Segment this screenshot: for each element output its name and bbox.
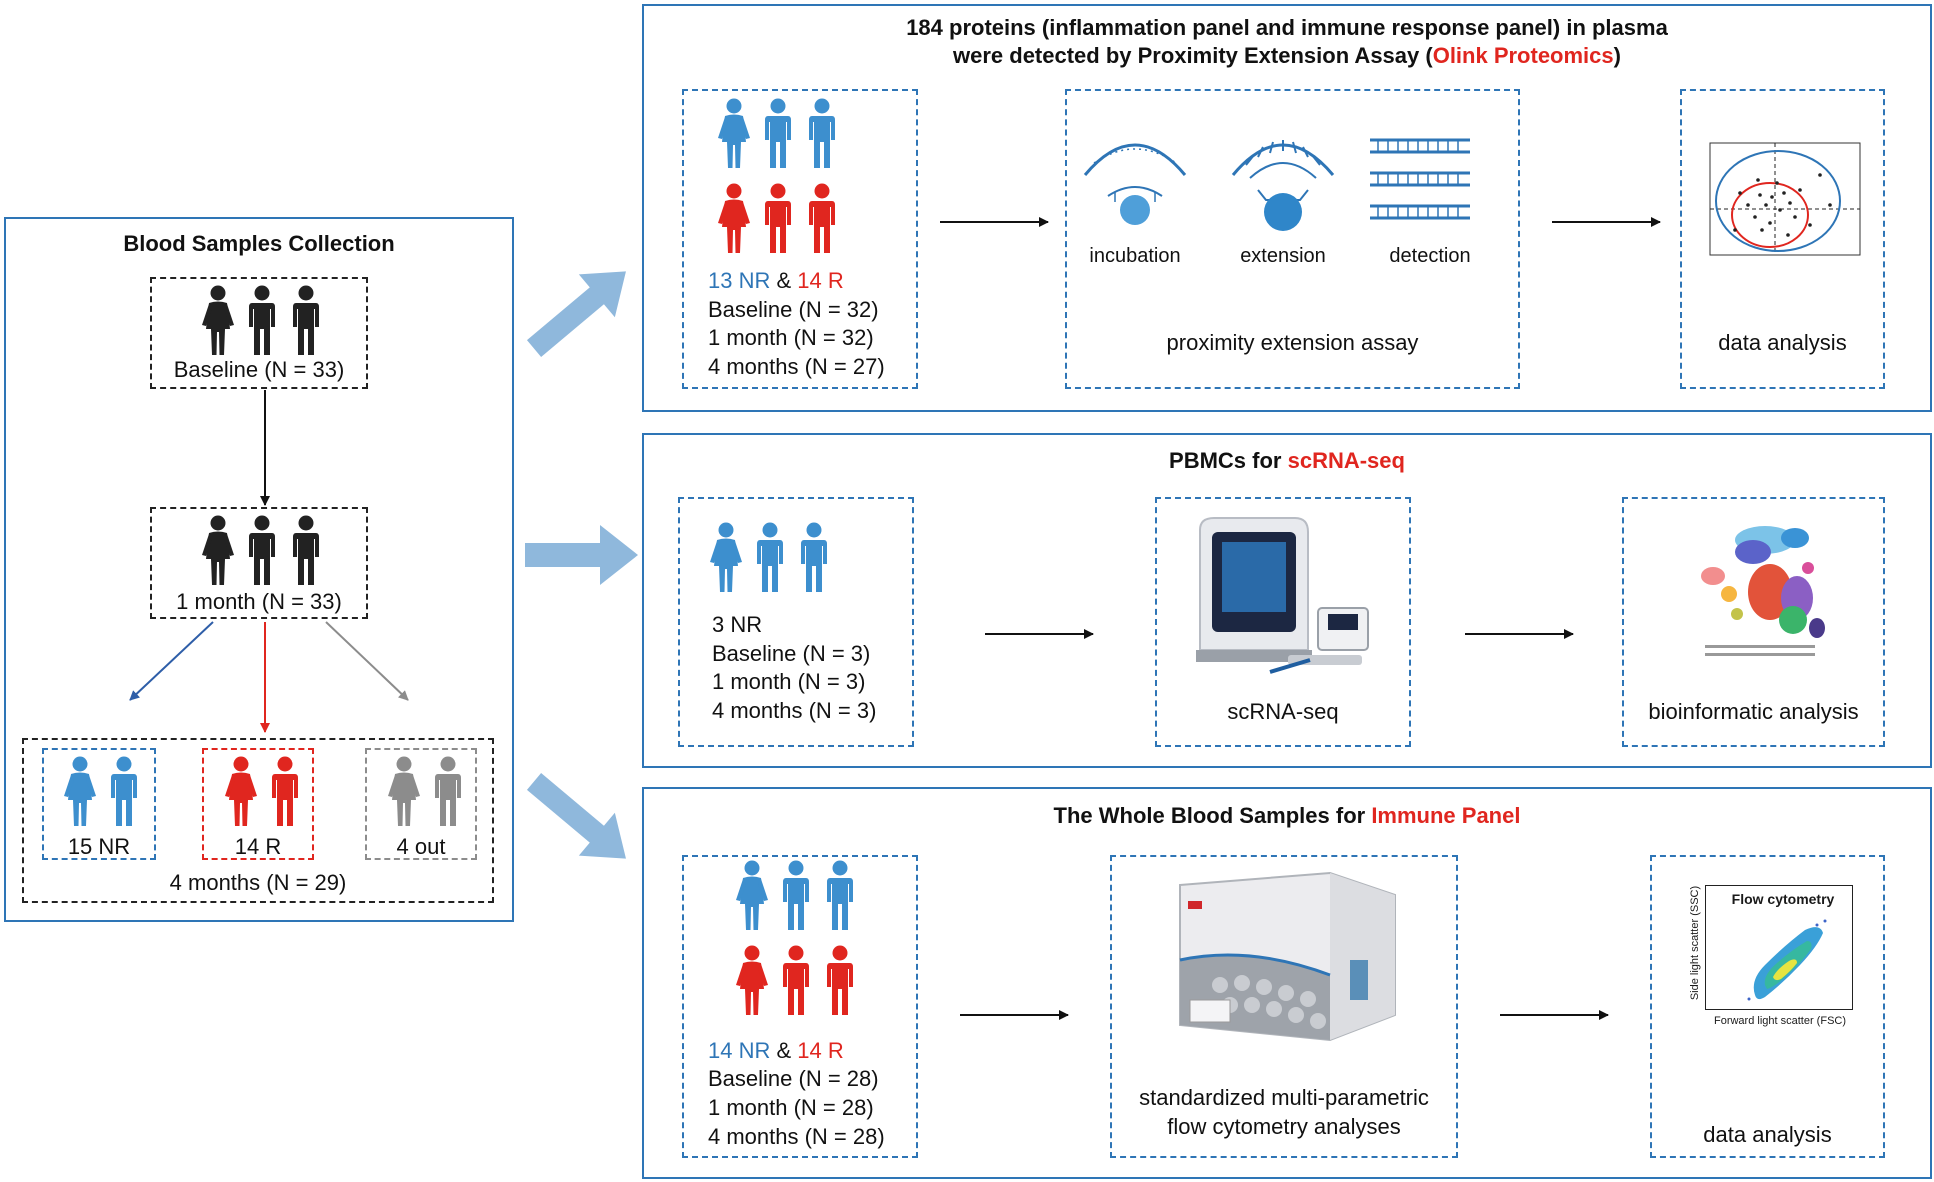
proteomics-title: 184 proteins (inflammation panel and imm… — [642, 14, 1932, 70]
nr-group-people-icon — [64, 756, 137, 826]
assay-steps-graphic — [1083, 138, 1470, 231]
proteomics-title-line1: 184 proteins (inflammation panel and imm… — [906, 15, 1668, 40]
immune-groups: 14 NR & 14 R — [708, 1038, 844, 1063]
immune-four-months: 4 months (N = 28) — [708, 1124, 885, 1149]
out-group-people-icon — [388, 756, 461, 826]
scrna-one-month: 1 month (N = 3) — [712, 669, 866, 694]
one-month-label: 1 month (N = 33) — [176, 589, 342, 614]
umap-plot-thumbnail — [1701, 526, 1825, 656]
incubation-icon — [1083, 143, 1187, 225]
extension-label: extension — [1240, 245, 1326, 267]
immune-nr-people-icon — [736, 860, 853, 930]
flow-plot-ylabel: Side light scatter (SSC) — [1689, 885, 1701, 1001]
flow-instrument-line1: standardized multi-parametric — [1139, 1085, 1429, 1110]
four-months-box — [22, 738, 494, 903]
immune-r-people-icon — [736, 945, 853, 1015]
four-months-label: 4 months (N = 29) — [169, 870, 347, 895]
flow-plot-density — [1747, 919, 1827, 1001]
scrna-baseline: Baseline (N = 3) — [712, 641, 871, 666]
flow-plot: Flow cytometry Forward light scatter (FS… — [1685, 875, 1860, 1035]
nr-group-box — [42, 748, 156, 860]
assay-label: proximity extension assay — [1166, 330, 1419, 355]
flow-instrument-box — [1110, 855, 1458, 1158]
flow-plot-frame — [1705, 885, 1853, 1010]
immune-baseline: Baseline (N = 28) — [708, 1066, 879, 1091]
proteomics-baseline: Baseline (N = 32) — [708, 297, 879, 322]
immune-analysis-label: data analysis — [1703, 1122, 1832, 1147]
down-right-arrow-icon — [526, 773, 626, 859]
scrna-nr-people-icon — [710, 522, 827, 592]
proteomics-r-people-icon — [718, 183, 835, 253]
proteomics-samples-box — [682, 89, 918, 389]
proteomics-four-months: 4 months (N = 27) — [708, 354, 885, 379]
r-group-box — [202, 748, 314, 860]
flow-instrument-line2: flow cytometry analyses — [1167, 1114, 1401, 1139]
flow-plot-xlabel: Forward light scatter (FSC) — [1713, 1015, 1847, 1027]
branch-arrows — [525, 271, 638, 859]
extension-icon — [1231, 140, 1335, 231]
right-arrow-icon — [525, 525, 638, 585]
flow-cytometer-icon — [1179, 871, 1396, 1042]
scrna-instrument-box — [1155, 497, 1411, 747]
proteomics-nr-people-icon — [718, 98, 835, 168]
bioinformatic-label: bioinformatic analysis — [1648, 699, 1859, 724]
collection-arrows — [129, 390, 409, 733]
immune-one-month: 1 month (N = 28) — [708, 1095, 874, 1120]
scrna-four-months: 4 months (N = 3) — [712, 698, 877, 723]
detection-label: detection — [1389, 245, 1471, 267]
r-group-label: 14 R — [234, 834, 282, 859]
out-group-box — [365, 748, 477, 860]
bioinformatic-box — [1622, 497, 1885, 747]
scrna-instrument-label: scRNA-seq — [1227, 699, 1339, 724]
flow-plot-title: Flow cytometry — [1731, 891, 1835, 907]
one-month-box — [150, 507, 368, 619]
collection-title: Blood Samples Collection — [123, 231, 395, 256]
proteomics-flow-arrows — [940, 217, 1661, 227]
baseline-label: Baseline (N = 33) — [173, 357, 345, 382]
scrna-flow-arrows — [985, 629, 1574, 639]
proteomics-one-month: 1 month (N = 32) — [708, 325, 874, 350]
immune-flow-arrows — [960, 1010, 1609, 1020]
immune-title: The Whole Blood Samples for Immune Panel — [1053, 803, 1521, 828]
pca-plot-thumbnail — [1709, 142, 1861, 256]
scrna-samples-box — [678, 497, 914, 747]
assay-box — [1065, 89, 1520, 389]
detection-icon — [1370, 138, 1470, 220]
proteomics-title-line2: were detected by Proximity Extension Ass… — [953, 43, 1621, 68]
proteomics-analysis-label: data analysis — [1718, 330, 1847, 355]
baseline-box — [150, 277, 368, 389]
immune-analysis-box — [1650, 855, 1885, 1158]
incubation-label: incubation — [1089, 245, 1181, 267]
proteomics-analysis-box — [1680, 89, 1885, 389]
up-right-arrow-icon — [526, 271, 626, 357]
proteomics-groups: 13 NR & 14 R — [708, 268, 844, 293]
immune-samples-box — [682, 855, 918, 1158]
r-group-people-icon — [225, 756, 298, 826]
scrna-nr-label: 3 NR — [712, 612, 763, 637]
sequencer-instrument-icon — [1196, 517, 1369, 674]
nr-group-label: 15 NR — [67, 834, 131, 859]
out-group-label: 4 out — [396, 834, 446, 859]
scrna-title: PBMCs for scRNA-seq — [1169, 448, 1405, 473]
